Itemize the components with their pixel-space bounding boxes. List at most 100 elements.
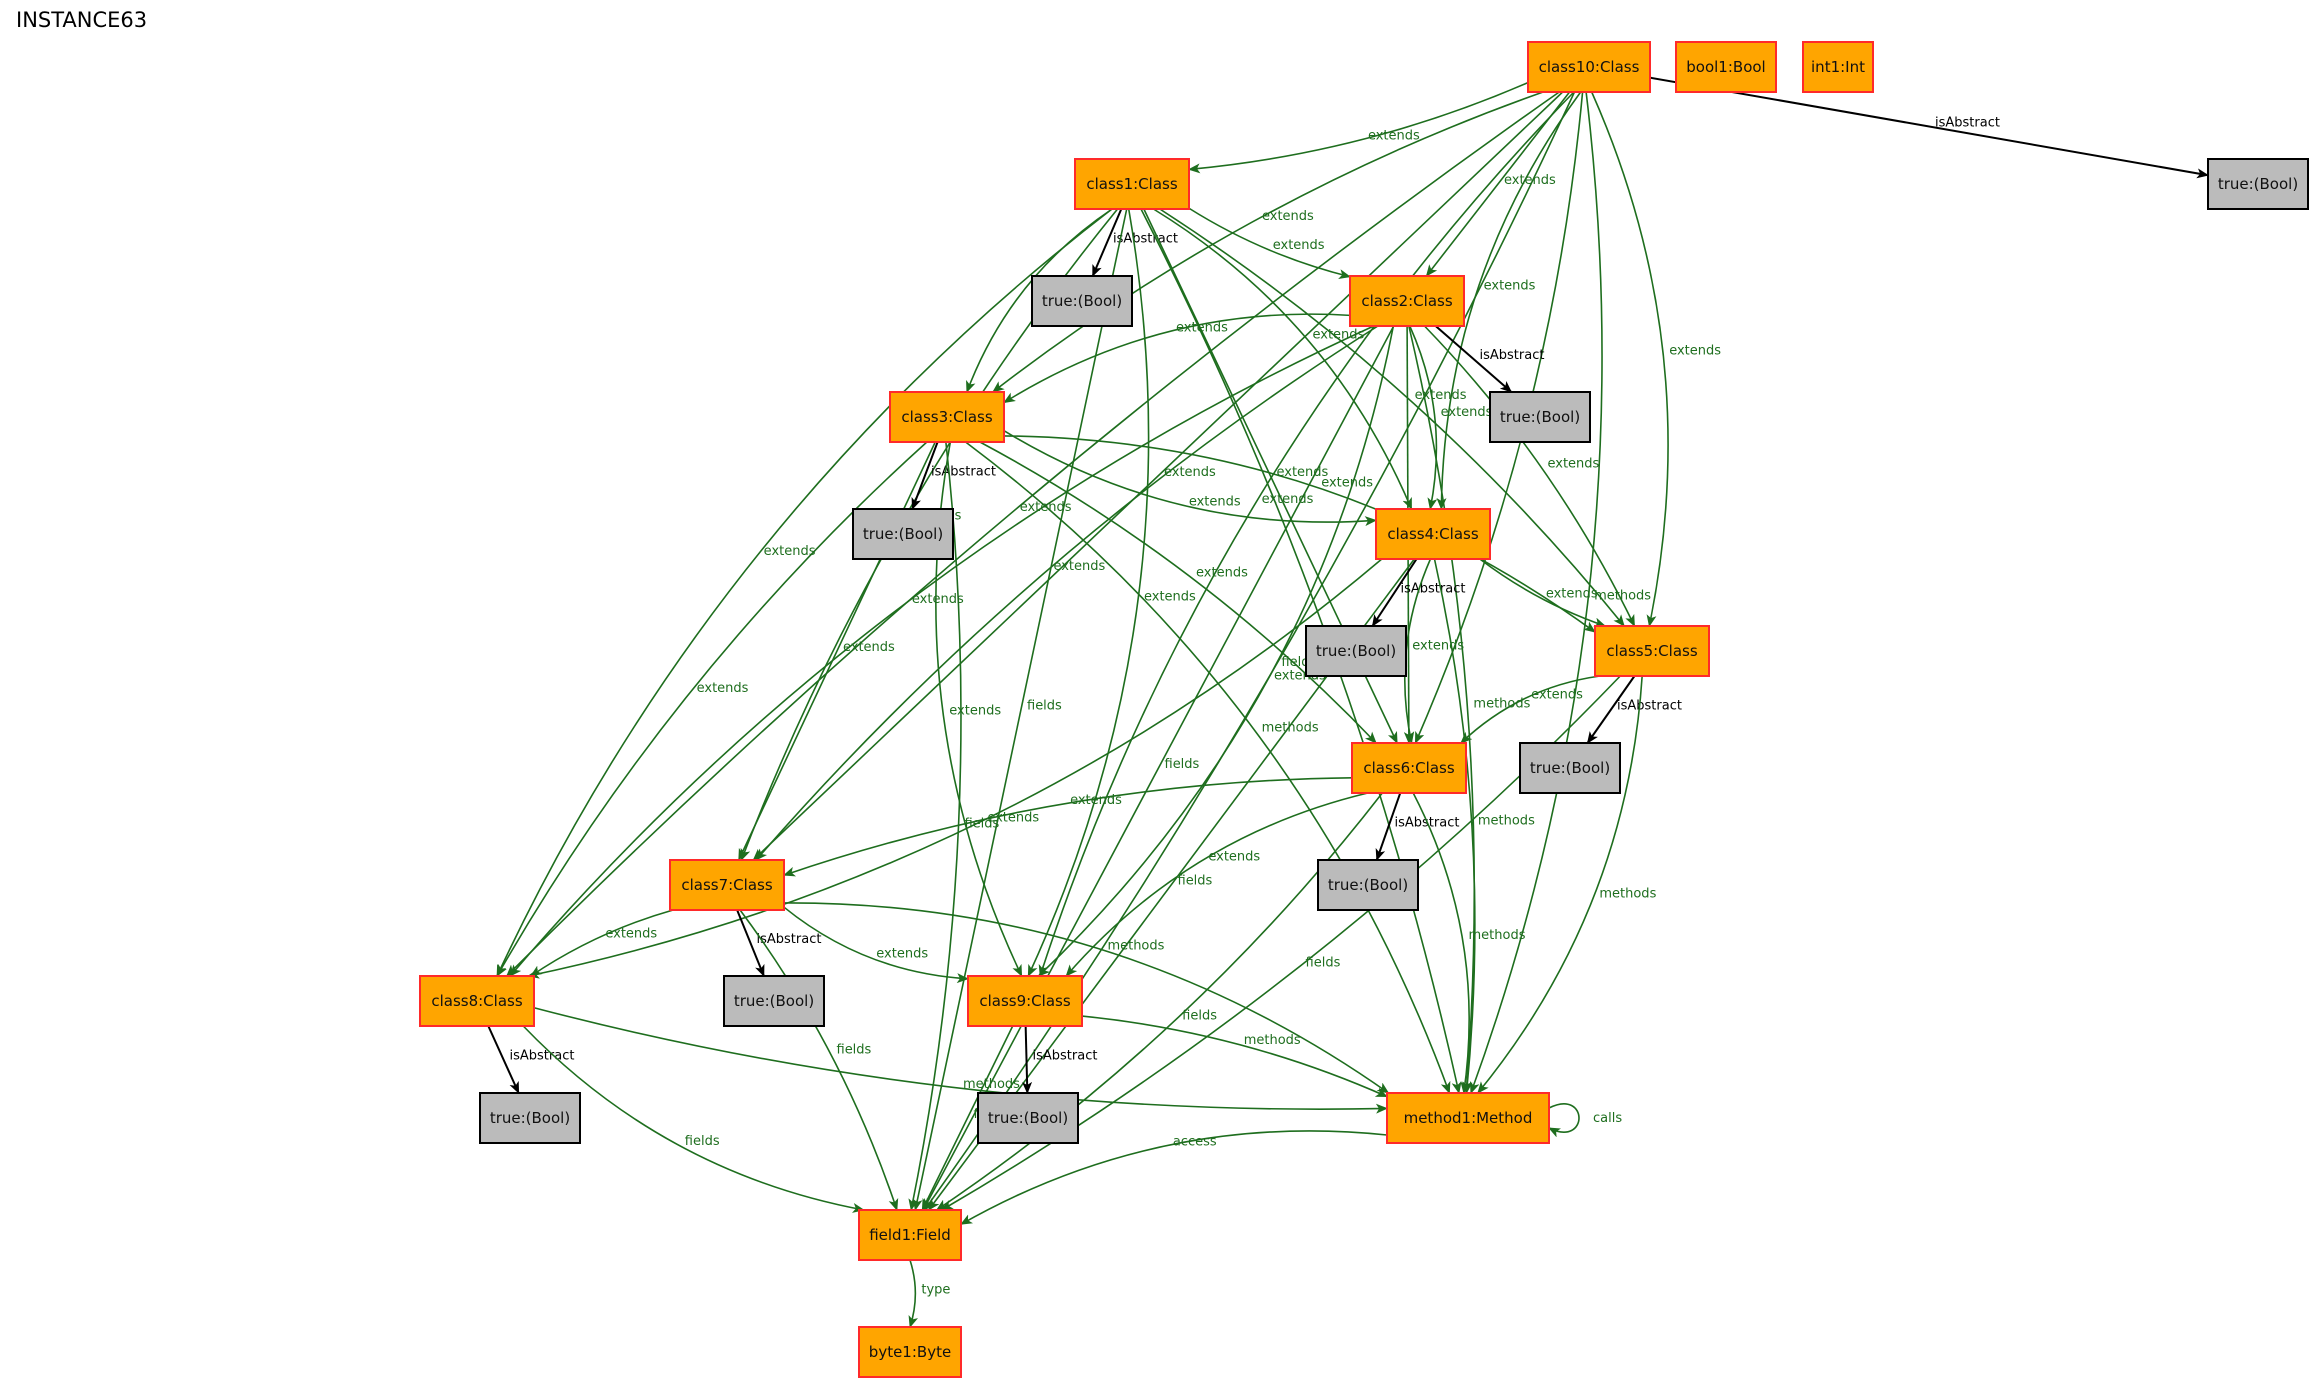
edge-line [1091,208,1123,277]
edge-class2-class8: extends [509,325,1375,977]
node-t8[interactable]: true:(Bool) [479,1092,581,1144]
node-t9[interactable]: true:(Bool) [977,1092,1079,1144]
node-t4[interactable]: true:(Bool) [1305,625,1407,677]
edge-label: fields [1182,1008,1217,1023]
node-label: byte1:Byte [869,1343,951,1361]
edge-class10-class5: extends [1590,91,1721,627]
node-class7[interactable]: class7:Class [669,859,785,911]
edge-label: extends [1368,129,1420,144]
edge-label: extends [1196,566,1248,581]
edge-line [522,1025,865,1213]
edge-label: fields [1178,874,1213,889]
edge-line [1153,208,1413,510]
node-method1[interactable]: method1:Method [1386,1092,1550,1144]
node-label: class10:Class [1539,58,1640,76]
node-t1[interactable]: true:(Bool) [1031,275,1133,327]
edge-line [1371,558,1418,627]
node-label: class2:Class [1361,292,1452,310]
edge-line [1436,91,1582,510]
edge-label: extends [1262,209,1314,224]
node-box [852,508,954,560]
edge-label: methods [1473,696,1530,711]
node-label: class1:Class [1086,175,1177,193]
edge-line [533,1006,1388,1114]
node-label: true:(Bool) [490,1109,570,1127]
edge-class1-class4: extends [1153,208,1413,510]
edge-class1-class5: extends [1159,208,1625,627]
edge-line [1433,558,1476,1094]
edge-label: calls [1593,1111,1622,1126]
node-class2[interactable]: class2:Class [1349,275,1465,327]
node-class3[interactable]: class3:Class [889,391,1005,443]
edge-label: extends [605,926,657,941]
node-t3[interactable]: true:(Bool) [852,508,954,560]
edge-label: isAbstract [1935,115,2000,130]
edge-label: fields [1165,757,1200,772]
edge-label: extends [1176,320,1228,335]
node-class5[interactable]: class5:Class [1594,625,1710,677]
edge-line [1022,1025,1033,1094]
edge-class2-class4: extends [1409,325,1493,510]
edge-class7-method1: methods [783,902,1390,1094]
node-class9[interactable]: class9:Class [967,975,1083,1027]
edge-label: extends [843,640,895,655]
edge-line [783,906,969,984]
edge-class1-class2: extends [1188,207,1351,279]
edge-label: extends [1070,793,1122,808]
node-class10[interactable]: class10:Class [1527,41,1651,93]
edge-label: methods [963,1077,1020,1092]
node-t10[interactable]: true:(Bool) [2207,158,2309,210]
edge-label: fields [1027,699,1062,714]
node-bool1[interactable]: bool1:Bool [1675,41,1777,93]
edge-line [979,441,1377,744]
edge-line [1409,325,1438,510]
node-label: class9:Class [979,992,1070,1010]
node-box [977,1092,1079,1144]
node-field1[interactable]: field1:Field [858,1209,962,1261]
edge-class10-class3: extends [992,91,1544,393]
edge-class10-class7: extends [752,91,1564,861]
node-label: true:(Bool) [1328,876,1408,894]
node-t7[interactable]: true:(Bool) [723,975,825,1027]
node-box [2207,158,2309,210]
diagram-title: INSTANCE63 [16,8,148,32]
edge-label: isAbstract [757,932,822,947]
node-class4[interactable]: class4:Class [1375,508,1491,560]
edge-method1-field1: access [960,1130,1388,1226]
edge-label: extends [1189,494,1241,509]
node-box [1349,275,1465,327]
node-byte1[interactable]: byte1:Byte [858,1326,962,1378]
edge-line [1479,558,1607,628]
node-t5[interactable]: true:(Bool) [1519,742,1621,794]
edge-line [960,1130,1388,1226]
node-class1[interactable]: class1:Class [1074,158,1190,210]
edge-line [1408,325,1476,1094]
node-int1[interactable]: int1:Int [1802,41,1874,93]
node-label: class5:Class [1606,642,1697,660]
edge-class3-class5: extends [1003,435,1596,633]
edge-class1-class8: extends [496,208,1113,977]
node-label: class3:Class [901,408,992,426]
node-label: true:(Bool) [1316,642,1396,660]
node-box [889,391,1005,443]
edge-label: fields [685,1134,720,1149]
edge-line [1065,792,1368,977]
edge-label: extends [1277,465,1329,480]
node-t2[interactable]: true:(Bool) [1489,391,1591,443]
edge-line [527,558,1383,979]
node-t6[interactable]: true:(Bool) [1317,859,1419,911]
node-class8[interactable]: class8:Class [419,975,535,1027]
edge-line [1188,81,1529,174]
edge-label: extends [1273,238,1325,253]
node-label: true:(Bool) [988,1109,1068,1127]
node-class6[interactable]: class6:Class [1351,742,1467,794]
edge-class4-method1: methods [1433,558,1535,1094]
node-label: true:(Bool) [2218,175,2298,193]
edge-label: extends [1546,587,1598,602]
edge-label: methods [1594,588,1651,603]
node-label: true:(Bool) [863,525,943,543]
node-label: class8:Class [431,992,522,1010]
edge-class9-t9: isAbstract [1022,1025,1097,1094]
edge-line [530,909,674,977]
edge-class3-class4: extends [1003,430,1377,527]
